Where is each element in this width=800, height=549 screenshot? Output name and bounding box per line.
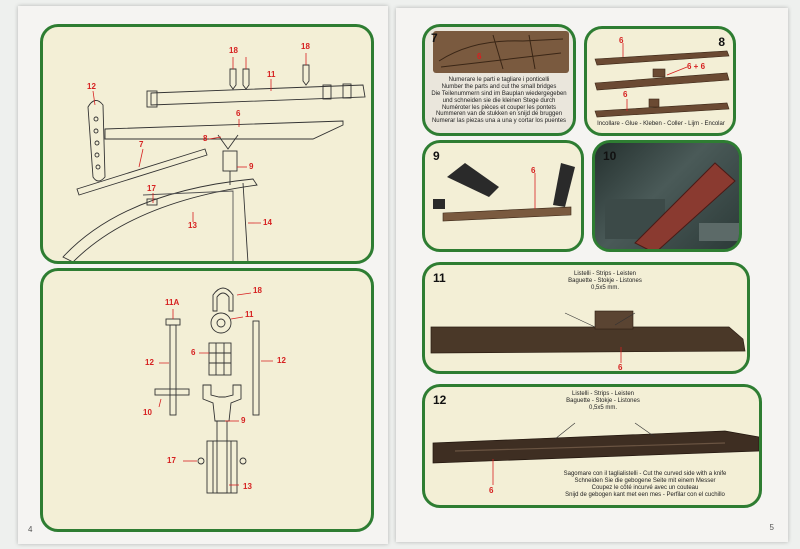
callout-6: 6 xyxy=(236,109,241,118)
callout-9: 9 xyxy=(249,162,254,171)
instruction-line: 0,5x5 mm. xyxy=(588,404,617,411)
callout-18b: 18 xyxy=(301,42,310,51)
instruction-line: Numéroter les pièces et couper les ponte… xyxy=(441,104,557,111)
glue-strips-illustration xyxy=(594,43,730,118)
callout-9: 9 xyxy=(241,416,246,425)
instruction-line: Listelli - Strips - Leisten xyxy=(571,391,635,397)
instruction-line: Number the parts and cut the small bridg… xyxy=(441,83,557,90)
instruction-line: Listelli - Strips - Leisten xyxy=(573,271,637,277)
callout-11: 11 xyxy=(267,70,276,79)
step-11-panel: 11 Listelli - Strips - Leisten Baguette … xyxy=(422,262,750,374)
right-page: 7 6 Numerare le parti e tagliare i ponti… xyxy=(396,8,788,542)
callout-6a: 6 xyxy=(619,36,624,45)
step-9-number: 9 xyxy=(433,149,440,163)
callout-12: 12 xyxy=(87,82,96,91)
workshop-photo xyxy=(595,143,739,249)
diagram-panel-bottom: 18 11A 11 12 6 12 10 9 17 13 xyxy=(40,268,374,532)
instruction-line: und schneiden sie die kleinen Stege durc… xyxy=(442,97,556,104)
callout-6-plus-6: 6 + 6 xyxy=(687,62,706,71)
callout-12b: 12 xyxy=(277,356,286,365)
step-10-panel: 10 xyxy=(592,140,742,252)
step-9-panel: 9 6 xyxy=(422,140,584,252)
callout-17: 17 xyxy=(147,184,156,193)
instruction-line: Die Teilenummern sind im Bauplan wiederg… xyxy=(431,90,567,97)
step-8-instruction: Incollare - Glue - Kleben - Coller - Lij… xyxy=(597,121,725,127)
clamped-part-illustration xyxy=(433,163,575,222)
instruction-line: Baguette - Stokje - Listones xyxy=(566,397,640,404)
step-10-number: 10 xyxy=(603,149,617,163)
step-11-instructions: Listelli - Strips - Leisten Baguette - S… xyxy=(545,271,665,292)
step-12-number: 12 xyxy=(433,393,447,407)
callout-6: 6 xyxy=(531,166,536,175)
instruction-line: Schneiden Sie die gebogene Seite mit ein… xyxy=(574,477,716,484)
callout-8: 8 xyxy=(203,134,208,143)
callout-11a: 11A xyxy=(165,298,180,307)
callout-14: 14 xyxy=(263,218,272,227)
callout-6: 6 xyxy=(191,348,196,357)
instruction-line: Numerare le parti e tagliare i ponticell… xyxy=(448,77,550,83)
callout-13: 13 xyxy=(243,482,252,491)
step-12-instructions-bottom: Sagomare con il taglialistelli - Cut the… xyxy=(535,471,755,499)
step-7-panel: 7 6 Numerare le parti e tagliare i ponti… xyxy=(422,24,576,136)
callout-6: 6 xyxy=(489,486,494,495)
instruction-line: 0,5x5 mm. xyxy=(590,284,619,291)
parts-diagram-top xyxy=(62,53,366,261)
step-8-panel: 8 6 6 + 6 6 Incollare - Glue - Kleben - … xyxy=(584,26,736,136)
callout-6: 6 xyxy=(618,363,623,372)
left-page: 18 18 12 11 6 8 7 9 17 13 14 xyxy=(18,6,388,544)
step-7-number: 7 xyxy=(431,31,438,45)
step-7-instructions: Numerare le parti e tagliare i ponticell… xyxy=(429,77,569,125)
instruction-line: Numerar las piezas una a una y cortar lo… xyxy=(431,118,567,125)
callout-10: 10 xyxy=(143,408,152,417)
step-12-instructions-top: Listelli - Strips - Leisten Baguette - S… xyxy=(541,391,665,412)
instruction-line: Baguette - Stokje - Listones xyxy=(568,277,642,284)
cut-parts-photo xyxy=(433,31,569,73)
parts-diagram-bottom xyxy=(154,287,273,494)
callout-18a: 18 xyxy=(229,46,238,55)
callout-6c: 6 xyxy=(623,90,628,99)
callout-11: 11 xyxy=(245,310,254,319)
step-12-panel: 12 Listelli - Strips - Leisten Baguette … xyxy=(422,384,762,508)
callout-6: 6 xyxy=(477,52,482,61)
step-8-number: 8 xyxy=(718,35,725,49)
instruction-line: Snijd de gebogen kant met een mes - Perf… xyxy=(565,491,725,498)
diagram-panel-top: 18 18 12 11 6 8 7 9 17 13 14 xyxy=(40,24,374,264)
callout-7: 7 xyxy=(139,140,144,149)
page-number-left: 4 xyxy=(28,525,33,534)
step-11-number: 11 xyxy=(433,271,446,285)
instruction-line: Sagomare con il taglialistelli - Cut the… xyxy=(563,471,727,477)
callout-13: 13 xyxy=(188,221,197,230)
callout-18: 18 xyxy=(253,286,262,295)
instruction-line: Nummeren van de stukken en snijd de brug… xyxy=(435,111,563,118)
cut-curve-illustration xyxy=(432,422,759,485)
strips-illustration xyxy=(430,310,746,363)
instruction-line: Coupez le côté incurvé avec un couteau xyxy=(591,484,699,491)
page-number-right: 5 xyxy=(769,523,774,532)
callout-17: 17 xyxy=(167,456,176,465)
callout-12a: 12 xyxy=(145,358,154,367)
